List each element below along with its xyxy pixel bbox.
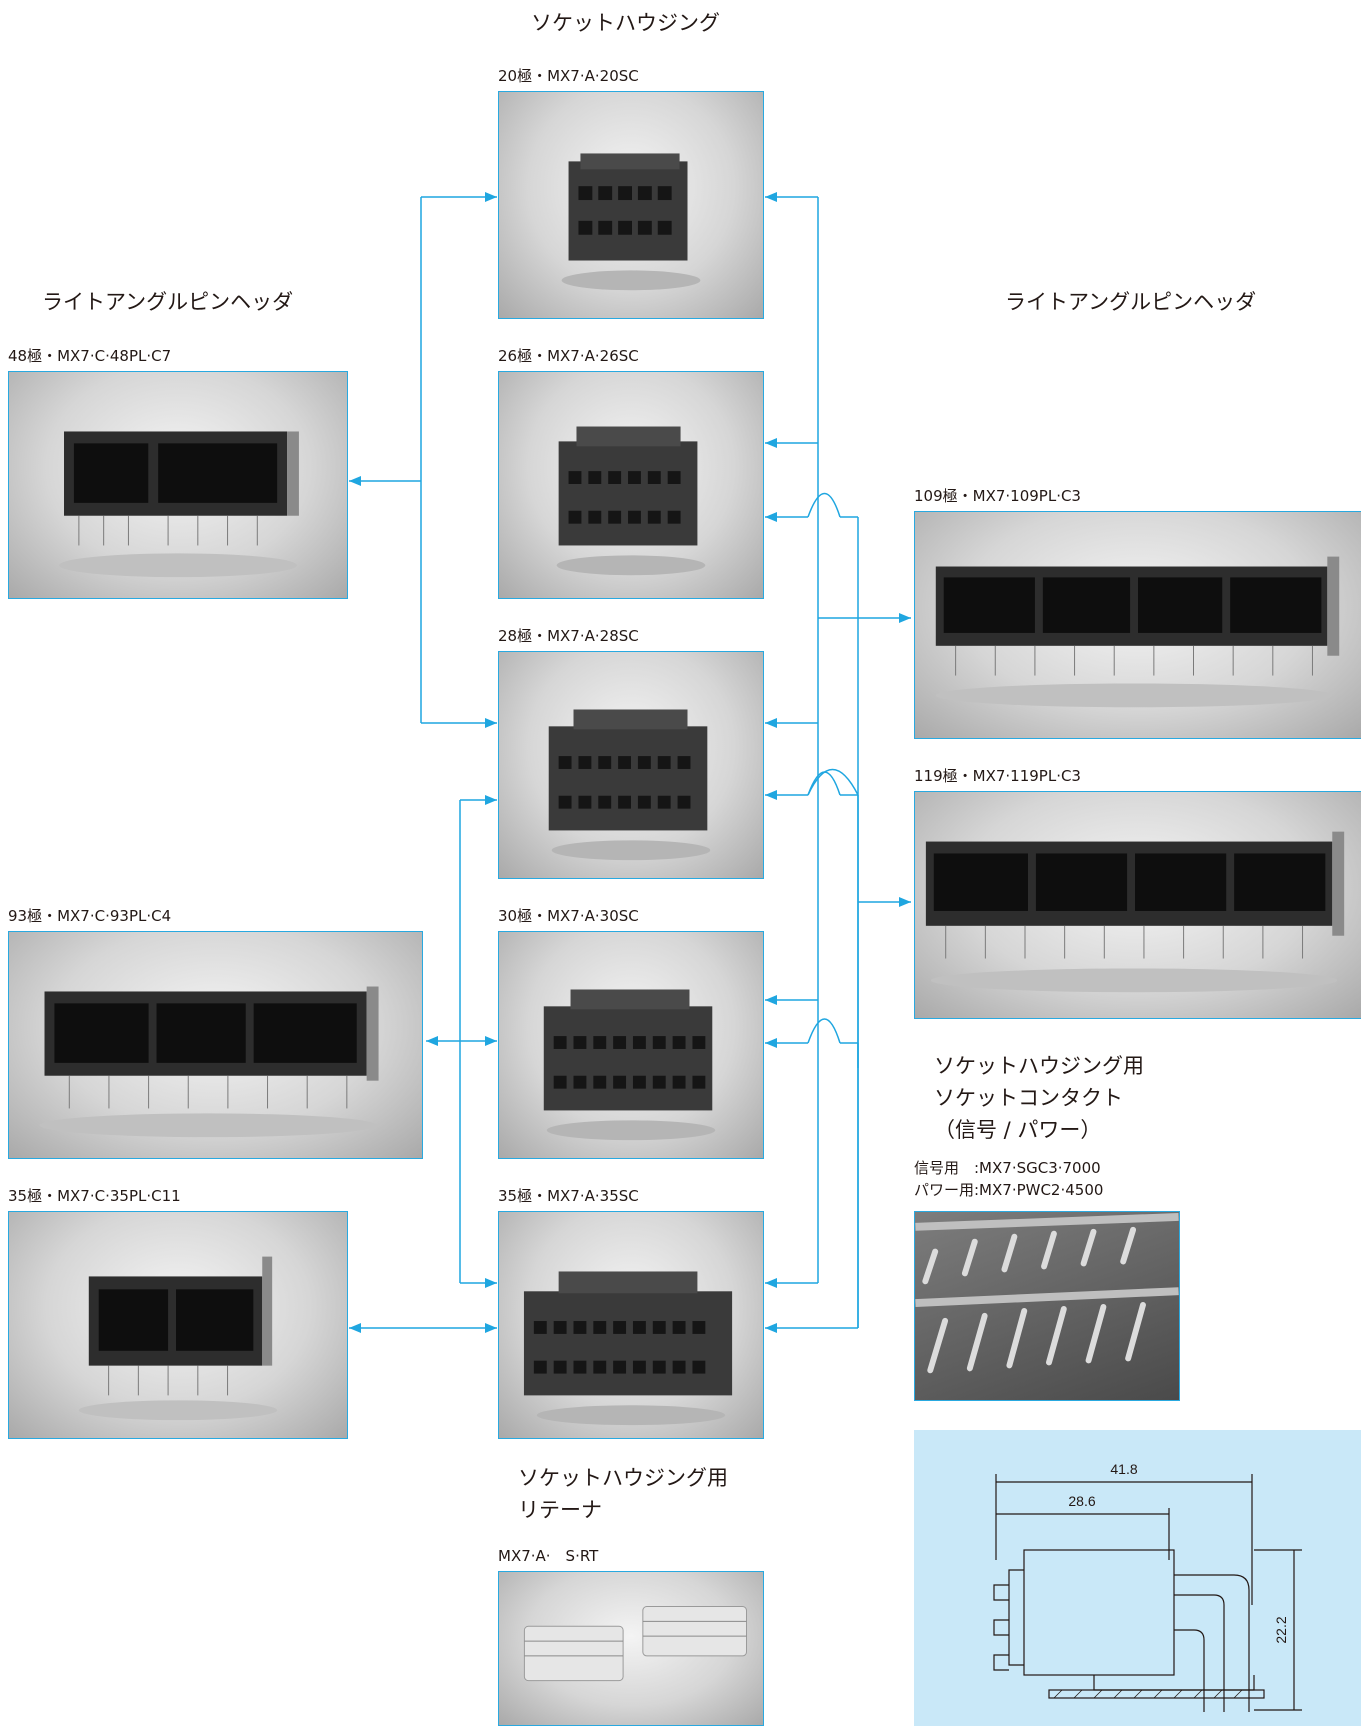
hop-28sc — [807, 771, 841, 796]
header-photo-119 — [914, 791, 1361, 1019]
header-label-119: 119極・MX7·119PL·C3 — [914, 767, 1081, 785]
socket-photo-28 — [498, 651, 764, 879]
socket-label-28: 28極・MX7·A·28SC — [498, 627, 639, 645]
header-photo-35 — [8, 1211, 348, 1439]
socket-label-35: 35極・MX7·A·35SC — [498, 1187, 639, 1205]
header-label-93: 93極・MX7·C·93PL·C4 — [8, 907, 172, 925]
dim-overall-width: 41.8 — [1110, 1461, 1137, 1477]
contact-title-line1: ソケットハウジング用 — [934, 1054, 1144, 1078]
header-photo-109 — [914, 511, 1361, 739]
connector-line — [807, 768, 859, 1328]
retainer-title-line2: リテーナ — [518, 1498, 602, 1522]
socket-photo-35 — [498, 1211, 764, 1439]
header-photo-48 — [8, 371, 348, 599]
hop-26sc — [807, 493, 841, 518]
contact-signal-label: 信号用 :MX7·SGC3·7000 — [914, 1159, 1101, 1177]
socket-label-26: 26極・MX7·A·26SC — [498, 347, 639, 365]
dim-height: 22.2 — [1273, 1616, 1289, 1643]
connector-line — [840, 516, 859, 1328]
socket-label-30: 30極・MX7·A·30SC — [498, 907, 639, 925]
header-label-35: 35極・MX7·C·35PL·C11 — [8, 1187, 181, 1205]
contact-photo — [914, 1211, 1180, 1401]
header-label-48: 48極・MX7·C·48PL·C7 — [8, 347, 172, 365]
contact-power-label: パワー用:MX7·PWC2·4500 — [914, 1181, 1104, 1199]
socket-photo-20 — [498, 91, 764, 319]
right-header-heading: ライトアングルピンヘッダ — [1005, 290, 1257, 314]
socket-housing-heading: ソケットハウジング — [531, 11, 720, 35]
socket-photo-30 — [498, 931, 764, 1159]
retainer-label: MX7·A· S·RT — [498, 1547, 599, 1565]
header-photo-93 — [8, 931, 423, 1159]
contact-title-line3: （信号 / パワー） — [934, 1118, 1102, 1142]
dim-body-width: 28.6 — [1068, 1493, 1095, 1509]
header-label-109: 109極・MX7·109PL·C3 — [914, 487, 1081, 505]
connector-line-hop — [808, 1015, 858, 1329]
retainer-photo — [498, 1571, 764, 1726]
retainer-title-line1: ソケットハウジング用 — [518, 1466, 728, 1490]
hop-30sc — [807, 1018, 841, 1044]
left-header-heading: ライトアングルピンヘッダ — [42, 290, 294, 314]
socket-photo-26 — [498, 371, 764, 599]
socket-label-20: 20極・MX7·A·20SC — [498, 67, 639, 85]
contact-title-line2: ソケットコンタクト — [934, 1086, 1123, 1110]
dimension-drawing: 41.8 28.6 22.2 — [914, 1430, 1361, 1726]
